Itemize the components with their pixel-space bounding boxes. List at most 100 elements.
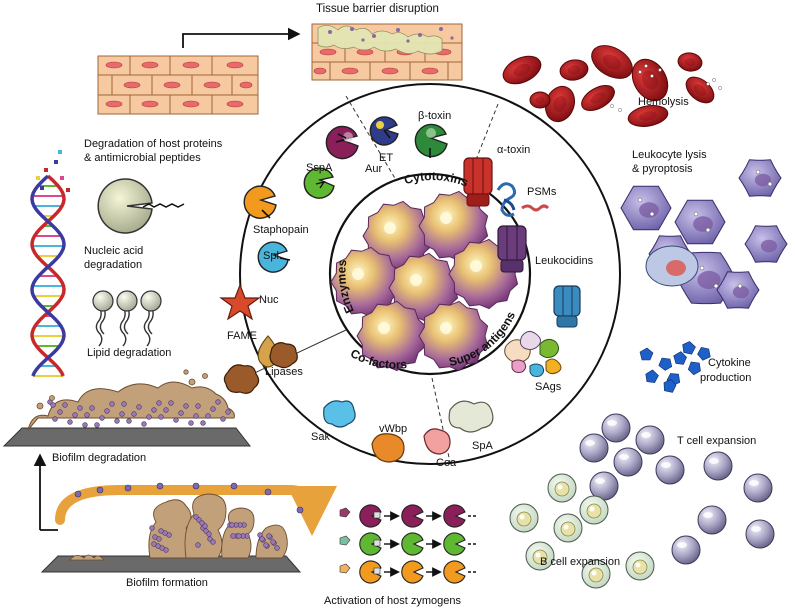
leukocytes bbox=[620, 159, 788, 309]
t-cell bbox=[601, 413, 631, 443]
cofactor-coa bbox=[423, 428, 451, 455]
atoxin-label: α-toxin bbox=[497, 144, 531, 156]
staph-cell bbox=[418, 300, 489, 372]
dna-helix bbox=[30, 150, 70, 377]
tissue-barrier-label: Tissue barrier disruption bbox=[316, 3, 439, 15]
cofactor-vwbp bbox=[371, 433, 405, 463]
et-label: ET bbox=[379, 152, 394, 164]
degradation-label-line1: Degradation of host proteins bbox=[84, 138, 223, 150]
bcell-expansion-label: B cell expansion bbox=[540, 556, 621, 568]
zymogen-enzyme bbox=[443, 560, 466, 584]
zymogen-enzyme bbox=[401, 504, 424, 528]
lipases-label: Lipases bbox=[265, 366, 303, 378]
enzyme-lipases bbox=[223, 342, 298, 394]
cytokine bbox=[658, 357, 673, 371]
cytokine bbox=[673, 351, 687, 365]
zymogen-enzyme bbox=[443, 504, 466, 528]
tcell-expansion-label: T cell expansion bbox=[677, 435, 757, 447]
t-cell bbox=[697, 505, 727, 535]
t-cell bbox=[579, 433, 609, 463]
sak-label: Sak bbox=[311, 431, 330, 443]
rbc bbox=[581, 85, 615, 111]
superantigen-spa bbox=[448, 400, 494, 433]
cytokine bbox=[687, 361, 701, 376]
enzyme-et bbox=[369, 116, 399, 146]
leukocyte-lysis-label: Leukocyte lysis bbox=[632, 149, 707, 161]
t-cell bbox=[745, 519, 775, 549]
leukocidins-label: Leukocidins bbox=[535, 255, 594, 267]
t-cell bbox=[671, 535, 701, 565]
lipid-icons bbox=[92, 290, 162, 347]
zymogen-enzyme bbox=[401, 532, 424, 556]
zymogen-enzyme bbox=[359, 532, 382, 556]
cytokine bbox=[663, 379, 677, 393]
dna-strand bbox=[30, 174, 66, 377]
spa-label: SpA bbox=[472, 440, 493, 452]
cytokine-label: Cytokine bbox=[708, 357, 751, 369]
zymogen-activation bbox=[339, 504, 478, 584]
cytokine bbox=[645, 369, 659, 384]
biofilm-degraded bbox=[2, 369, 252, 447]
btoxin-label: β-toxin bbox=[418, 110, 452, 122]
production-label: production bbox=[700, 372, 752, 384]
hemolysis-label: Hemolysis bbox=[638, 96, 689, 108]
vwbp-label: vWbp bbox=[379, 423, 408, 435]
cytokine bbox=[682, 341, 696, 355]
enzyme-sspa bbox=[303, 167, 335, 199]
zymogen-enzyme bbox=[401, 560, 424, 584]
zymogen-enzyme bbox=[359, 504, 382, 528]
cytokines bbox=[639, 341, 711, 393]
biofilm-forming bbox=[40, 482, 337, 573]
toxin-alpha bbox=[463, 157, 493, 207]
superantigen-sags bbox=[504, 330, 562, 377]
t-cell bbox=[743, 473, 773, 503]
cytokine bbox=[697, 347, 711, 361]
sags-label: SAgs bbox=[535, 381, 562, 393]
protein-degradation-icon bbox=[97, 178, 185, 234]
red-blood-cells bbox=[502, 45, 722, 127]
coa-label: Coa bbox=[436, 457, 457, 469]
epithelium-disrupted bbox=[311, 23, 463, 81]
staphopain-label: Staphopain bbox=[253, 224, 309, 236]
enzyme-nuc bbox=[219, 283, 261, 321]
toxin-leukocidins bbox=[497, 225, 581, 328]
pyroptosis-label: & pyroptosis bbox=[632, 163, 693, 175]
degradation-label-line2: & antimicrobial peptides bbox=[84, 152, 201, 164]
rbc bbox=[677, 52, 703, 72]
sspa-label: SspA bbox=[306, 162, 333, 174]
zymogen-enzyme bbox=[443, 532, 466, 556]
enzyme-staphopain bbox=[243, 185, 277, 219]
dna-strand bbox=[30, 174, 66, 377]
biofilm-degradation-label: Biofilm degradation bbox=[52, 452, 147, 464]
toxin-psms bbox=[496, 182, 550, 217]
nucleic-label-line1: Nucleic acid bbox=[84, 245, 144, 257]
enzyme-aur bbox=[325, 125, 359, 160]
b-cells bbox=[509, 473, 655, 589]
biofilm-formation-label: Biofilm formation bbox=[126, 577, 208, 589]
rbc bbox=[502, 55, 542, 85]
spl-label: Spl bbox=[263, 250, 279, 262]
psms-label: PSMs bbox=[527, 186, 557, 198]
nuc-label: Nuc bbox=[259, 294, 279, 306]
staph-cell bbox=[356, 300, 427, 372]
t-cell bbox=[613, 447, 643, 477]
rbc bbox=[591, 45, 633, 79]
rbc bbox=[559, 59, 589, 81]
zymogens-label: Activation of host zymogens bbox=[324, 595, 461, 607]
rbc bbox=[529, 91, 551, 109]
t-cell bbox=[703, 451, 733, 481]
nucleic-label-line2: degradation bbox=[84, 259, 143, 271]
barrier-arrow bbox=[182, 27, 301, 48]
cytokine bbox=[639, 347, 654, 361]
t-cell bbox=[635, 425, 665, 455]
cofactor-sak bbox=[323, 400, 356, 428]
enzyme-spl bbox=[257, 241, 291, 273]
epithelium-intact bbox=[97, 55, 259, 115]
fame-label: FAME bbox=[227, 330, 257, 342]
enzyme-btoxin bbox=[414, 123, 448, 158]
lipid-label: Lipid degradation bbox=[87, 347, 172, 359]
t-cells bbox=[579, 413, 775, 565]
rbc bbox=[627, 105, 669, 127]
